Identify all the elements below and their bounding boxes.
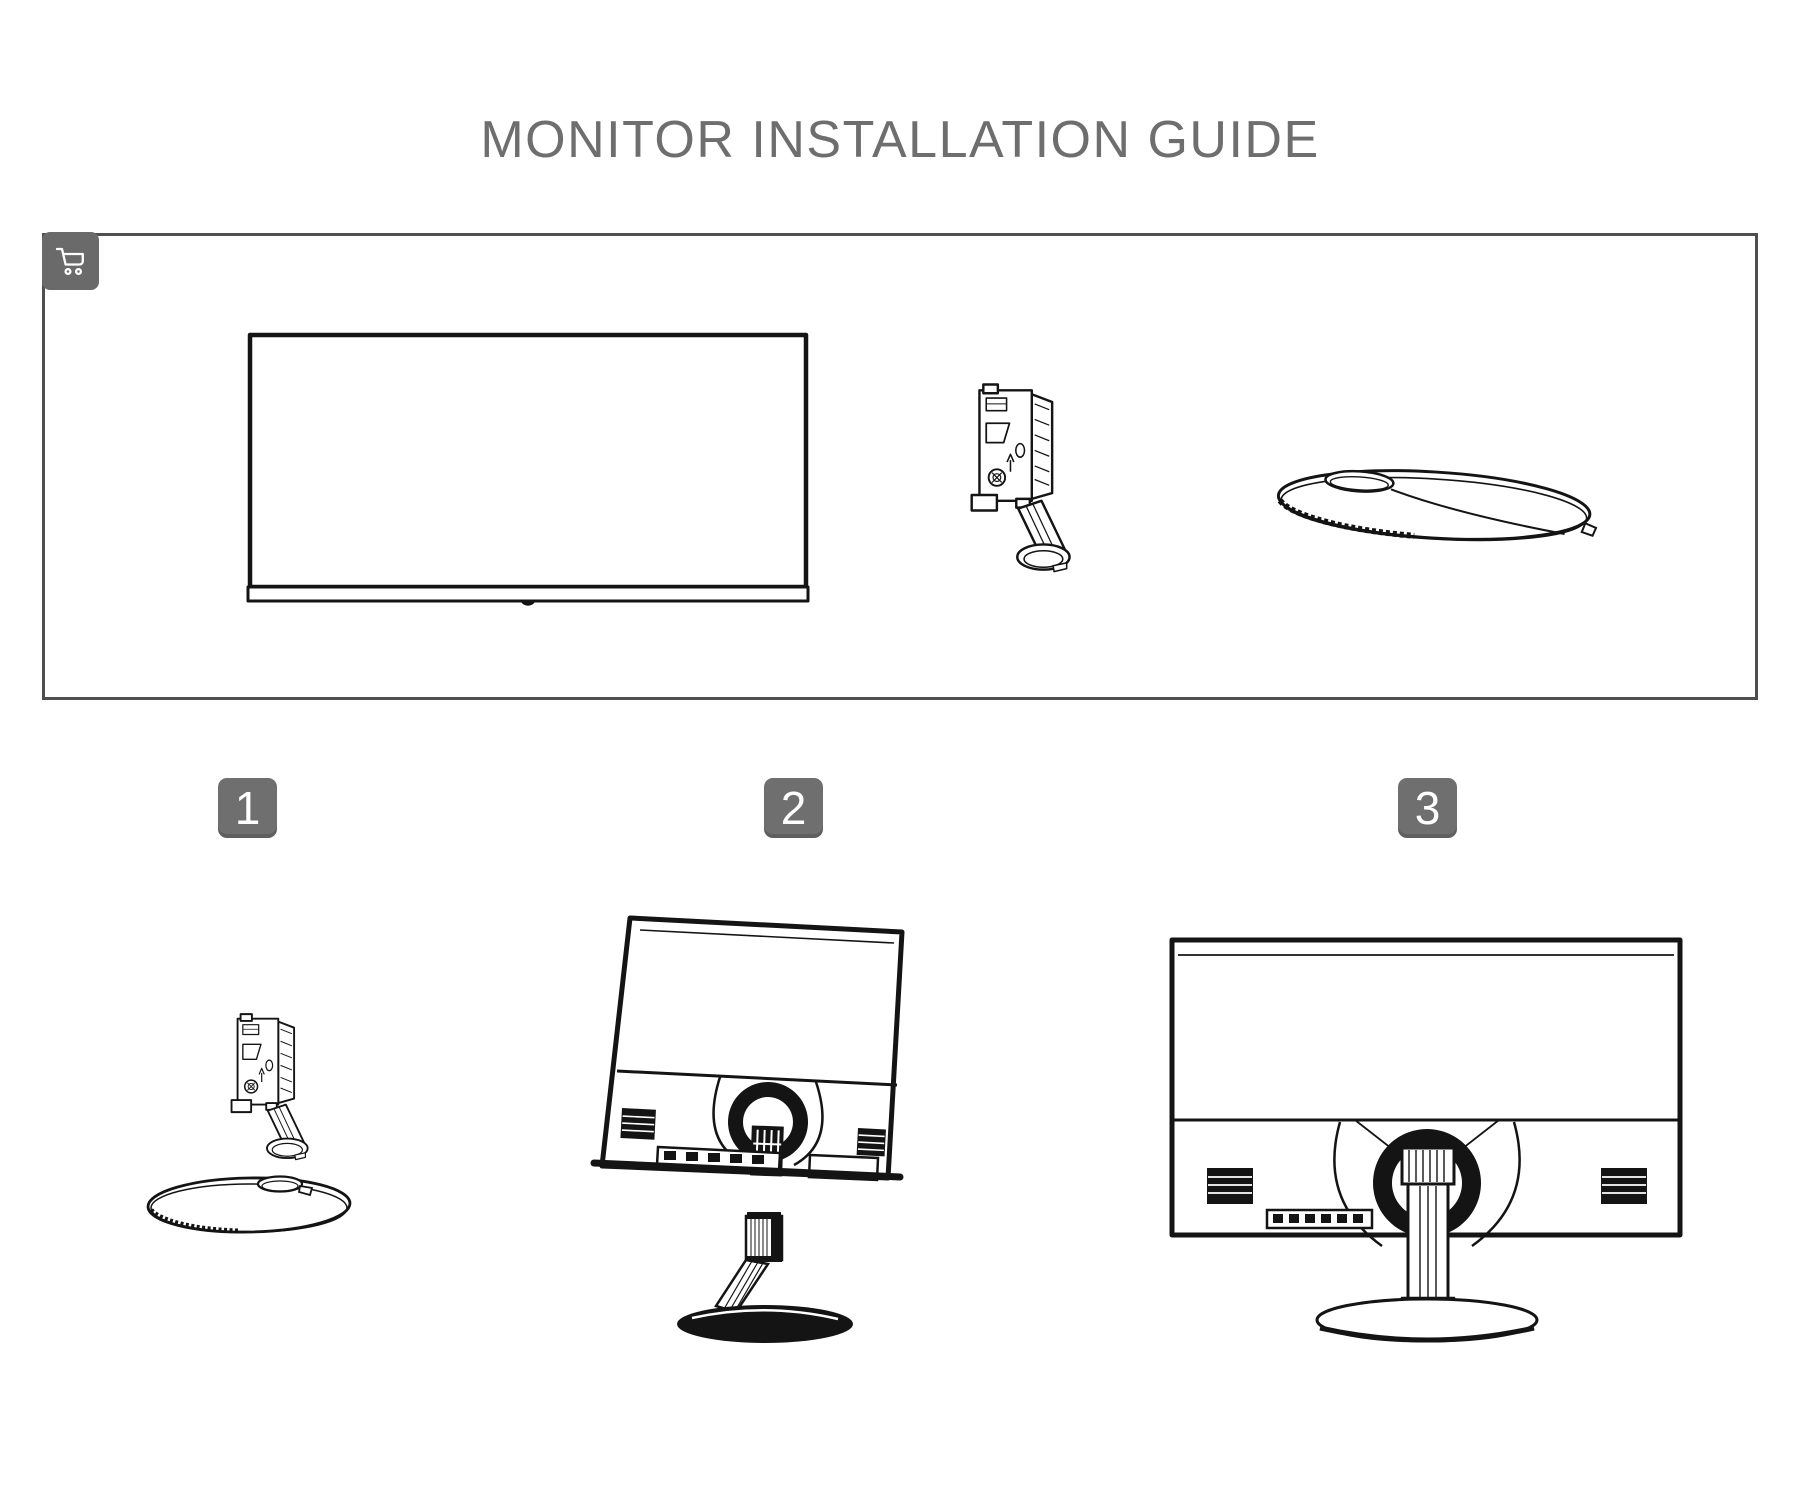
step-2-badge: 2 xyxy=(764,778,823,838)
step-2-illustration xyxy=(590,915,905,1343)
part-monitor-front-illustration xyxy=(246,332,810,606)
step-3-illustration xyxy=(1169,937,1683,1343)
shopping-cart-icon xyxy=(55,247,84,276)
part-base-plate-illustration xyxy=(1276,469,1598,542)
step-1-number: 1 xyxy=(234,782,261,834)
step-1-badge: 1 xyxy=(218,778,277,838)
part-stand-arm-illustration xyxy=(970,383,1071,573)
package-contents-badge xyxy=(42,232,99,290)
step-1-illustration xyxy=(146,1013,352,1234)
step-3-number: 3 xyxy=(1414,782,1441,834)
page-title: MONITOR INSTALLATION GUIDE xyxy=(480,111,1320,169)
step-2-number: 2 xyxy=(780,782,807,834)
step-3-badge: 3 xyxy=(1398,778,1457,838)
